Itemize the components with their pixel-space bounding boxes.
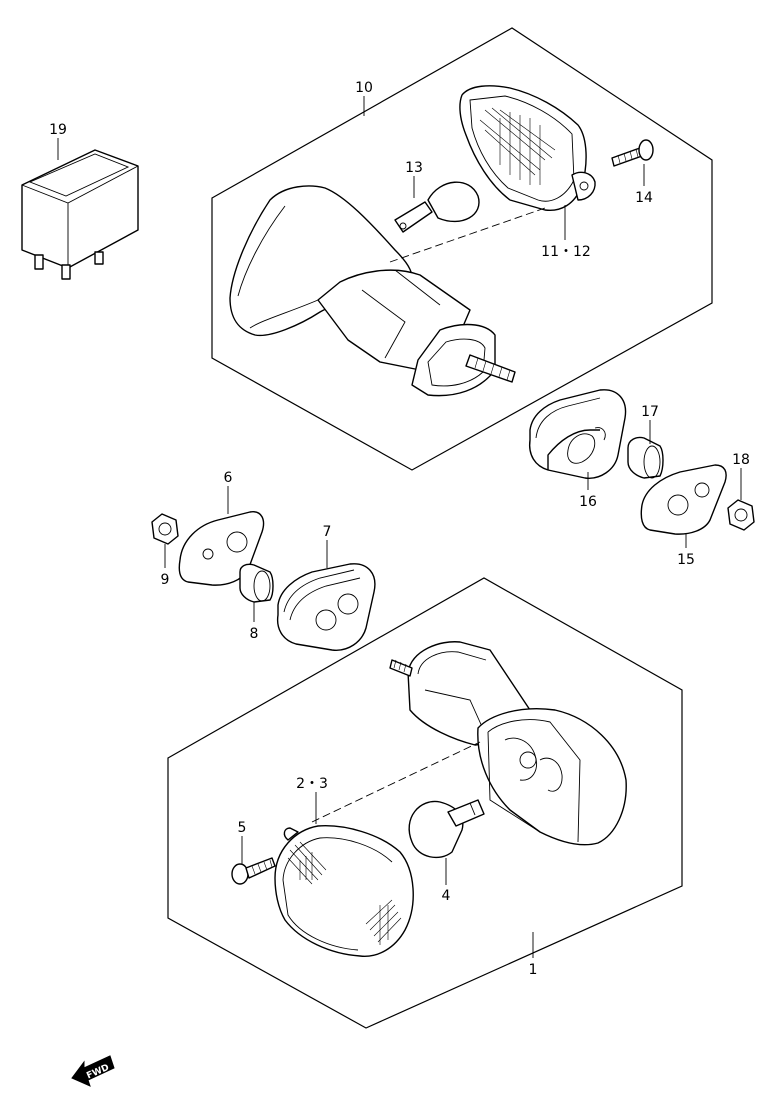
relay-19 (21, 149, 139, 280)
callout-6: 6 (224, 470, 233, 486)
callout-7: 7 (323, 524, 332, 540)
plate-15 (640, 464, 727, 535)
fwd-arrow-icon: FWD (71, 1055, 115, 1087)
callout-4: 4 (442, 888, 451, 904)
collar-8 (239, 563, 274, 603)
callout-labels: 10 19 13 14 11・12 17 16 18 15 6 9 7 8 2・… (49, 80, 750, 978)
callout-9: 9 (161, 572, 170, 588)
nut-18 (727, 499, 755, 531)
callout-17: 17 (641, 404, 659, 420)
lens-upper (459, 85, 596, 212)
nut-9 (151, 513, 179, 545)
assembly-box-lower (167, 577, 683, 1029)
callout-18: 18 (732, 452, 750, 468)
callout-11-12: 11・12 (541, 244, 591, 260)
collar-17 (627, 436, 664, 479)
callout-19: 19 (49, 122, 67, 138)
lens-lower (274, 825, 414, 957)
assembly-box-upper (211, 27, 713, 471)
turn-signal-housing-upper (229, 185, 516, 397)
callout-8: 8 (250, 626, 259, 642)
callout-14: 14 (635, 190, 653, 206)
leader-lines (57, 96, 742, 958)
rubber-7 (276, 563, 376, 651)
callout-5: 5 (238, 820, 247, 836)
callout-16: 16 (579, 494, 597, 510)
turn-signal-housing-lower (389, 641, 627, 846)
screw-14 (611, 139, 654, 167)
bulb-13 (394, 181, 480, 233)
bulb-4 (408, 799, 485, 859)
screw-5 (231, 857, 276, 885)
callout-13: 13 (405, 160, 423, 176)
callout-15: 15 (677, 552, 695, 568)
rubber-16 (528, 389, 627, 479)
callout-2-3: 2・3 (296, 776, 328, 792)
callout-1: 1 (529, 962, 538, 978)
callout-10: 10 (355, 80, 373, 96)
